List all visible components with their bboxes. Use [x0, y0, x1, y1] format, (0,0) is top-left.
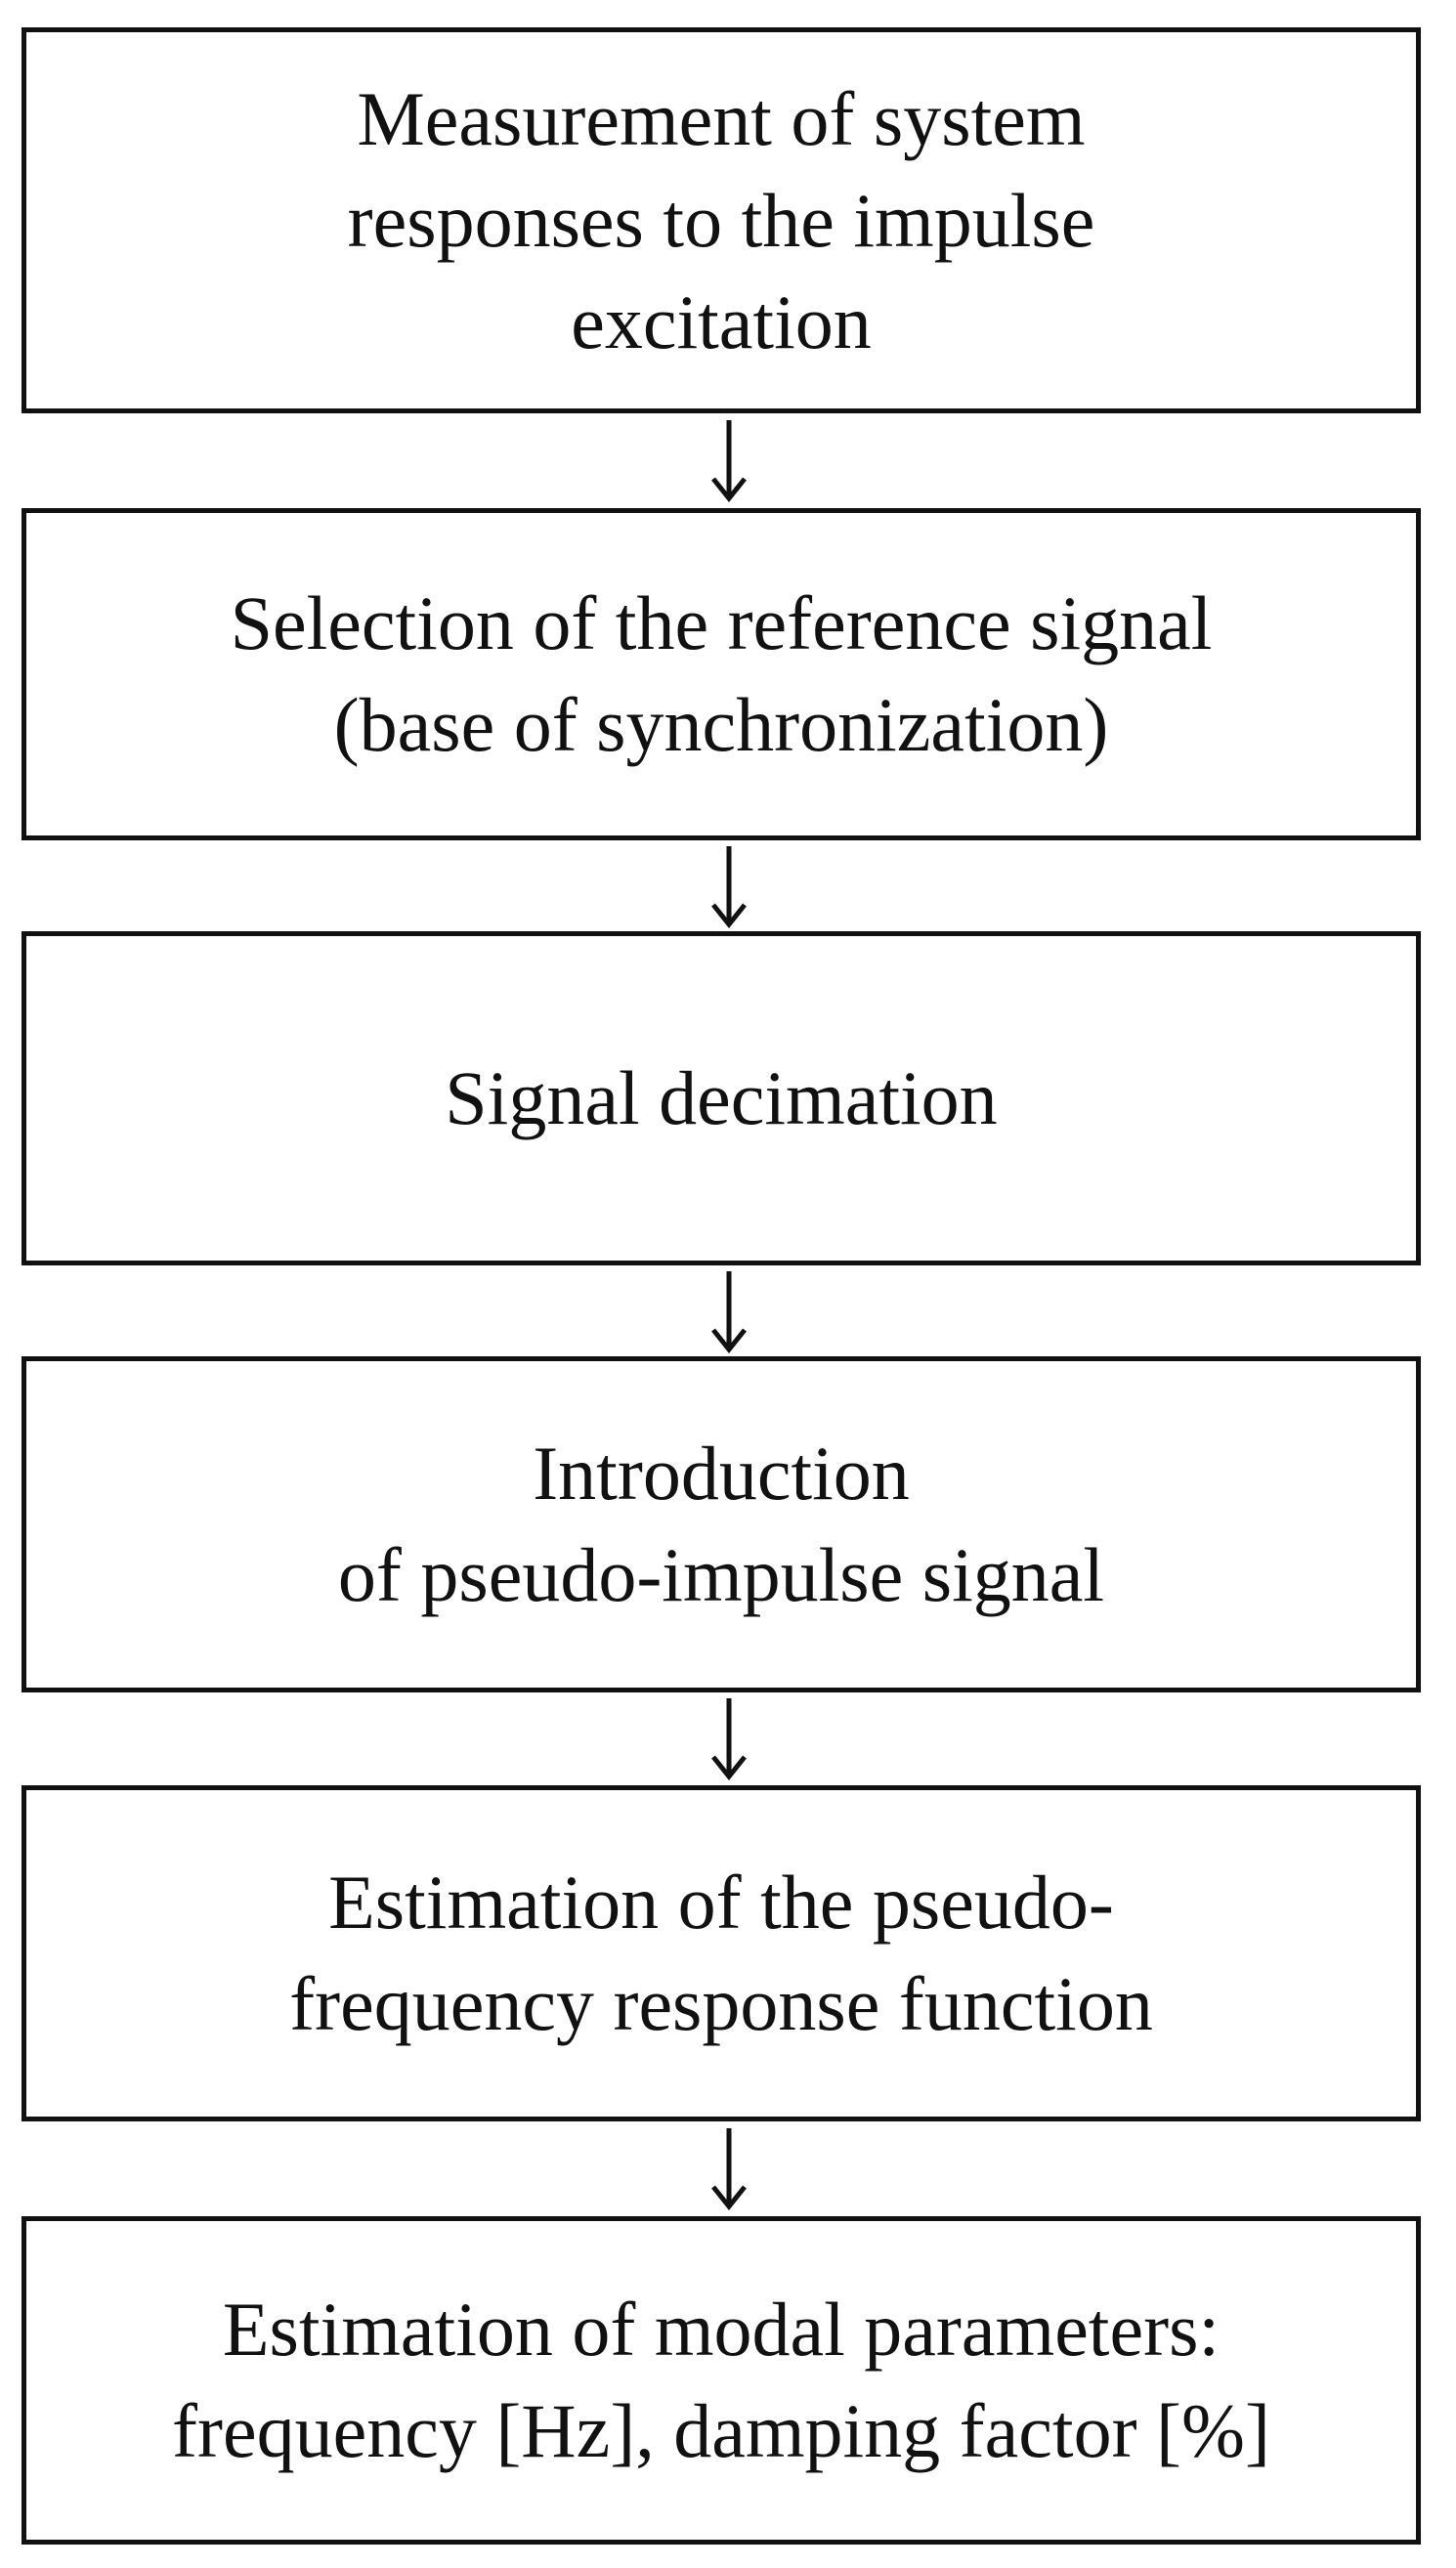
step-modal-parameters-box: Estimation of modal parameters: frequenc… — [21, 2216, 1421, 2545]
down-arrow-icon — [700, 1696, 758, 1780]
step-text-line: of pseudo-impulse signal — [337, 1532, 1105, 1617]
down-arrow-icon — [700, 1269, 758, 1353]
step-text-line: (base of synchronization) — [333, 682, 1109, 767]
step-frf-estimation-box: Estimation of the pseudo- frequency resp… — [21, 1785, 1421, 2121]
step-text-line: frequency response function — [289, 1961, 1153, 2046]
step-text-line: responses to the impulse — [347, 177, 1095, 263]
down-arrow-icon — [700, 418, 758, 502]
step-text-line: Introduction — [533, 1431, 910, 1516]
step-text-line: Estimation of the pseudo- — [328, 1860, 1114, 1945]
step-text-line: frequency [Hz], damping factor [%] — [172, 2388, 1270, 2473]
down-arrow-icon — [700, 2126, 758, 2210]
step-measurement-box: Measurement of system responses to the i… — [21, 27, 1421, 413]
step-text-line: excitation — [571, 278, 872, 364]
step-text-line: Selection of the reference signal — [230, 580, 1213, 665]
step-pseudo-impulse-box: Introduction of pseudo-impulse signal — [21, 1356, 1421, 1692]
step-text-line: Estimation of modal parameters: — [222, 2287, 1220, 2372]
step-text-line: Signal decimation — [445, 1055, 998, 1140]
step-decimation-box: Signal decimation — [21, 931, 1421, 1265]
step-text-line: Measurement of system — [357, 75, 1086, 161]
down-arrow-icon — [700, 844, 758, 928]
step-reference-signal-box: Selection of the reference signal (base … — [21, 508, 1421, 840]
